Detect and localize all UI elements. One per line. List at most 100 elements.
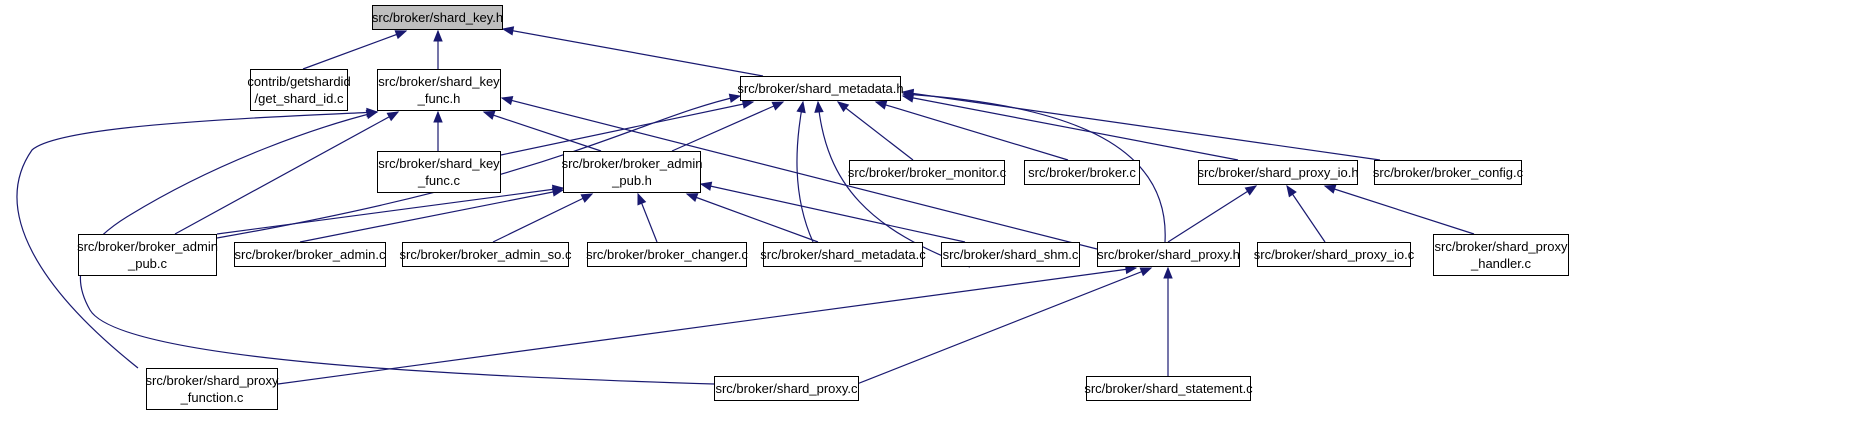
edge-n16-n8 <box>1167 185 1258 243</box>
edge-arrowhead <box>1139 267 1153 277</box>
edge-arrowhead <box>1163 266 1173 279</box>
edge-n3-n0 <box>501 26 764 77</box>
edge-arrowhead <box>433 110 443 123</box>
edge-arrowhead <box>551 187 565 197</box>
edge-n4-n2 <box>433 110 443 151</box>
graph-node-n3[interactable]: src/broker/shard_metadata.h <box>737 76 904 101</box>
graph-node-n1[interactable]: contrib/getshardid /get_shard_id.c <box>247 69 351 111</box>
edge-line <box>902 93 1166 243</box>
edge-line <box>502 28 764 77</box>
edge-line <box>700 183 966 243</box>
edge-line <box>1324 185 1475 235</box>
graph-node-n5[interactable]: src/broker/broker_admin _pub.h <box>562 151 702 193</box>
graph-node-n9[interactable]: src/broker/broker_config.c <box>1373 160 1523 185</box>
edge-n7-n3 <box>874 100 1069 161</box>
edge-n8-n3 <box>901 93 1239 161</box>
edge-line <box>817 101 971 268</box>
edge-n14-n5 <box>685 193 819 243</box>
edge-n20-n2 <box>79 109 715 385</box>
edge-line <box>216 187 564 235</box>
graph-node-n10[interactable]: src/broker/broker_admin _pub.c <box>77 234 218 276</box>
edge-arrowhead <box>874 100 888 110</box>
edge-line <box>277 267 1137 385</box>
edge-arrowhead <box>741 99 755 109</box>
graph-node-n16[interactable]: src/broker/shard_proxy.h <box>1097 242 1240 267</box>
edge-arrowhead <box>394 30 408 40</box>
edge-line <box>79 111 715 385</box>
graph-node-n19[interactable]: src/broker/shard_proxy _function.c <box>146 368 278 410</box>
edge-arrowhead <box>386 111 400 122</box>
edge-n15-n3 <box>814 100 971 268</box>
edge-n18-n8 <box>1323 184 1475 235</box>
graph-node-n12[interactable]: src/broker/broker_admin_so.c <box>400 242 571 267</box>
graph-node-n21[interactable]: src/broker/shard_statement.c <box>1084 376 1253 401</box>
edge-line <box>500 101 754 156</box>
edge-n10-n2 <box>174 111 400 235</box>
graph-node-n2[interactable]: src/broker/shard_key _func.h <box>377 69 501 111</box>
graph-node-n13[interactable]: src/broker/broker_changer.c <box>586 242 748 267</box>
edge-n21-n16 <box>1163 266 1173 376</box>
graph-node-n17[interactable]: src/broker/shard_proxy_io.c <box>1254 242 1414 267</box>
edge-line <box>837 101 914 161</box>
edge-arrowhead <box>796 100 806 114</box>
edge-arrowhead <box>482 110 496 120</box>
edge-line <box>1167 185 1257 243</box>
edge-line <box>302 30 407 70</box>
graph-node-n11[interactable]: src/broker/broker_admin.c <box>234 242 386 267</box>
edge-line <box>501 97 1098 250</box>
edge-arrowhead <box>433 29 443 42</box>
edge-line <box>856 267 1152 385</box>
edge-n17-n8 <box>1286 184 1326 243</box>
edge-arrowhead <box>500 95 514 106</box>
edge-arrowhead <box>580 193 594 203</box>
graph-node-n6[interactable]: src/broker/broker_monitor.c <box>848 160 1006 185</box>
edge-n16-n3 <box>901 89 1166 243</box>
edge-line <box>483 111 602 152</box>
edge-arrowhead <box>637 192 647 206</box>
edge-line <box>902 91 1381 161</box>
edge-line <box>492 193 593 243</box>
edge-arrowhead <box>1244 185 1258 196</box>
edge-n13-n5 <box>637 192 658 243</box>
edge-line <box>1286 185 1326 243</box>
edge-line <box>174 111 399 235</box>
edge-n9-n3 <box>901 88 1381 161</box>
edge-n20-n16 <box>856 267 1153 385</box>
edge-n19-n16 <box>277 264 1138 385</box>
edge-arrowhead <box>901 89 914 100</box>
edge-n5-n3 <box>671 101 785 152</box>
edge-n5-n2 <box>482 110 602 152</box>
edge-line <box>796 101 814 243</box>
edge-line <box>16 111 378 369</box>
edge-n1-n0 <box>302 30 408 70</box>
edge-arrowhead <box>836 101 850 113</box>
edge-n14-n3 <box>796 100 814 243</box>
graph-node-n8[interactable]: src/broker/shard_proxy_io.h <box>1197 160 1359 185</box>
edge-arrowhead <box>814 100 824 113</box>
edge-line <box>902 95 1239 161</box>
root-node-n0: src/broker/shard_key.h <box>372 5 503 30</box>
graph-node-n18[interactable]: src/broker/shard_proxy _handler.c <box>1433 234 1569 276</box>
edge-arrowhead <box>1286 184 1297 198</box>
edge-line <box>299 189 564 243</box>
edge-n6-n3 <box>836 101 914 161</box>
edge-n15-n5 <box>699 181 966 243</box>
edge-n11-n5 <box>299 187 565 243</box>
edge-line <box>671 101 784 152</box>
edge-arrowhead <box>728 93 742 103</box>
graph-node-n7[interactable]: src/broker/broker.c <box>1024 160 1140 185</box>
edge-arrowhead <box>771 101 785 111</box>
edge-arrowhead <box>1323 184 1337 194</box>
edge-n12-n5 <box>492 193 594 243</box>
graph-node-n14[interactable]: src/broker/shard_metadata.c <box>760 242 926 267</box>
edge-arrowhead <box>699 181 713 191</box>
graph-node-n15[interactable]: src/broker/shard_shm.c <box>941 242 1080 267</box>
edge-n16-n2 <box>500 95 1098 250</box>
graph-node-n4[interactable]: src/broker/shard_key _func.c <box>377 151 501 193</box>
edge-arrowhead <box>365 109 379 120</box>
graph-node-n20[interactable]: src/broker/shard_proxy.c <box>714 376 859 401</box>
edge-line <box>875 101 1069 161</box>
edge-line <box>686 193 819 243</box>
